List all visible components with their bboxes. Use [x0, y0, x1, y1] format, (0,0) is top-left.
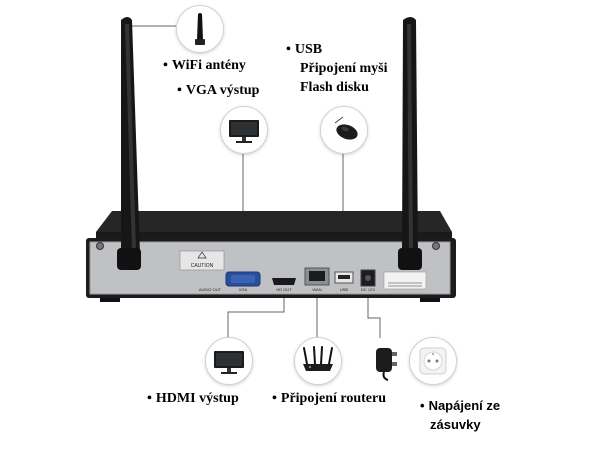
usb-label: •USB Připojení myši Flash disku — [286, 42, 388, 95]
bullet: • — [163, 58, 168, 73]
audio-out-label: AUDIO OUT — [199, 287, 222, 292]
wall-socket-icon — [409, 337, 457, 385]
power-connector-line — [367, 284, 381, 338]
caution-text: CAUTION — [191, 263, 214, 269]
hdmi-port-label: HD OUT — [276, 287, 292, 292]
hdmi-label: •HDMI výstup — [147, 391, 239, 406]
power-label: •Napájení ze zásuvky — [420, 398, 501, 432]
serial-sticker — [383, 271, 427, 290]
right-antenna — [398, 17, 422, 270]
router-label: •Připojení routeru — [272, 391, 387, 406]
bullet: • — [420, 398, 425, 413]
caution-sticker — [179, 250, 225, 271]
antenna-icon — [176, 5, 224, 53]
router-icon — [294, 337, 342, 385]
vga-port-label: VGA — [239, 287, 248, 292]
monitor-icon — [220, 106, 268, 154]
vga-label: •VGA výstup — [177, 83, 260, 98]
dc-port-label: DC 12V — [361, 287, 375, 292]
bullet: • — [286, 42, 291, 57]
usb-port-label: USB — [340, 287, 349, 292]
mouse-icon — [320, 106, 368, 154]
nvr-top-surface — [96, 211, 452, 232]
wan-port-label: WAN — [312, 287, 321, 292]
hdmi-port — [272, 278, 296, 285]
power-adapter-icon — [363, 337, 411, 385]
hdmi-connector-line — [227, 287, 285, 337]
bullet: • — [177, 83, 182, 98]
bullet: • — [147, 391, 152, 406]
bullet: • — [272, 391, 277, 406]
left-antenna — [117, 17, 141, 270]
monitor-icon-hdmi — [205, 337, 253, 385]
wifi-label: •WiFi antény — [163, 58, 246, 73]
